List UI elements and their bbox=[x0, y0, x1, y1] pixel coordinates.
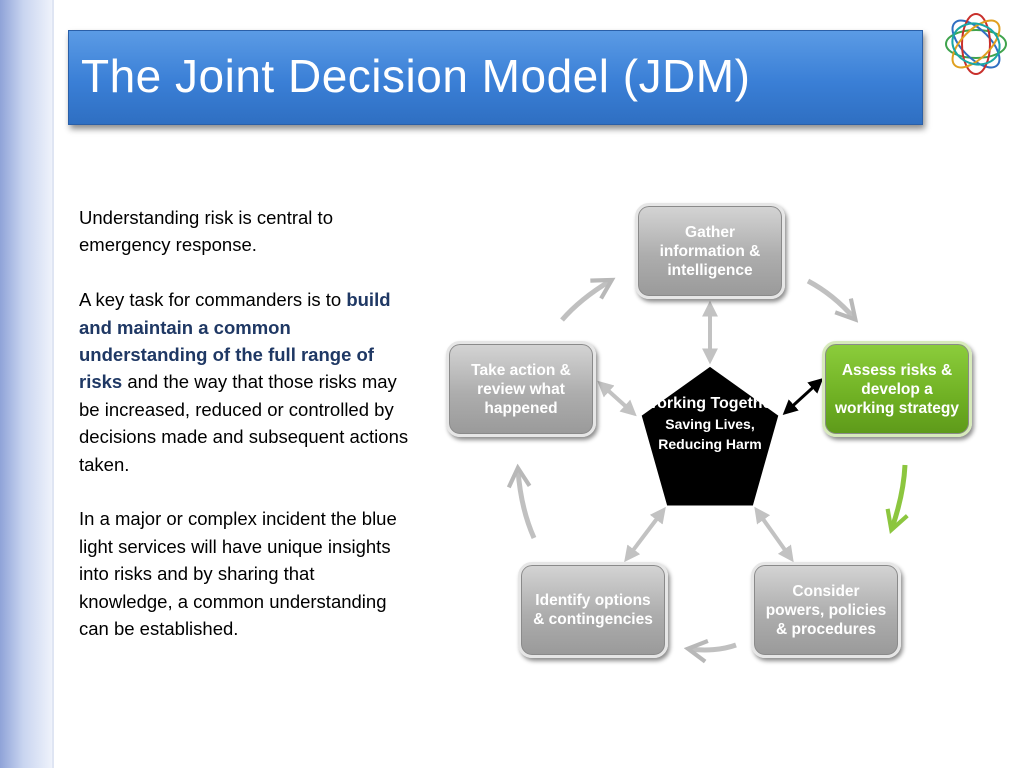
interlocking-rings-logo-icon bbox=[945, 13, 1007, 75]
cycle-arrow-assess-to-consider bbox=[892, 464, 905, 528]
center-label-saving-lives: Saving Lives, Reducing Harm bbox=[658, 416, 762, 452]
center-pentagon bbox=[638, 363, 782, 509]
connector-center-assess bbox=[782, 377, 824, 416]
step-action-box: Take action & review what happened bbox=[446, 341, 596, 437]
key-task-emphasis: build and maintain a common understandin… bbox=[79, 289, 391, 393]
diagram-connectors bbox=[440, 195, 980, 670]
connector-center-identify bbox=[624, 506, 666, 563]
step-gather-label: Gather information & intelligence bbox=[659, 223, 761, 279]
step-identify-label: Identify options & contingencies bbox=[533, 592, 653, 628]
left-decorative-bar bbox=[0, 0, 52, 768]
step-consider-label: Consider powers, policies & procedures bbox=[765, 582, 887, 638]
key-task-tail: and the way that those risks may be incr… bbox=[79, 371, 409, 475]
title-bar: The Joint Decision Model (JDM) bbox=[68, 30, 923, 125]
step-action-label: Take action & review what happened bbox=[471, 361, 571, 417]
paragraph-major-incident: In a major or complex incident the blue … bbox=[79, 508, 397, 640]
paragraph-key-task: A key task for commanders is to build an… bbox=[79, 286, 409, 478]
paragraph-intro: Understanding risk is central to emergen… bbox=[79, 207, 333, 256]
cycle-arrow-action-to-gather bbox=[560, 281, 610, 322]
center-label: Working Together Saving Lives, Reducing … bbox=[640, 393, 780, 454]
step-assess-box: Assess risks & develop a working strateg… bbox=[822, 341, 972, 437]
jdm-diagram: Gather information & intelligence Assess… bbox=[440, 195, 980, 670]
center-label-working-together: Working Together bbox=[642, 395, 778, 412]
key-task-lead: A key task for commanders is to bbox=[79, 289, 347, 311]
cycle-arrow-consider-to-identify bbox=[690, 645, 737, 650]
step-gather-box: Gather information & intelligence bbox=[635, 203, 785, 299]
cycle-arrow-gather-to-assess bbox=[806, 278, 854, 318]
slide-title: The Joint Decision Model (JDM) bbox=[81, 50, 751, 102]
connector-center-consider bbox=[754, 506, 794, 563]
left-bar-divider bbox=[52, 0, 54, 768]
cycle-arrow-identify-to-action bbox=[518, 470, 537, 540]
body-text: Understanding risk is central to emergen… bbox=[79, 204, 409, 670]
step-consider-box: Consider powers, policies & procedures bbox=[751, 562, 901, 658]
step-assess-label: Assess risks & develop a working strateg… bbox=[834, 361, 960, 417]
connector-center-action bbox=[597, 380, 637, 417]
step-identify-box: Identify options & contingencies bbox=[518, 562, 668, 658]
